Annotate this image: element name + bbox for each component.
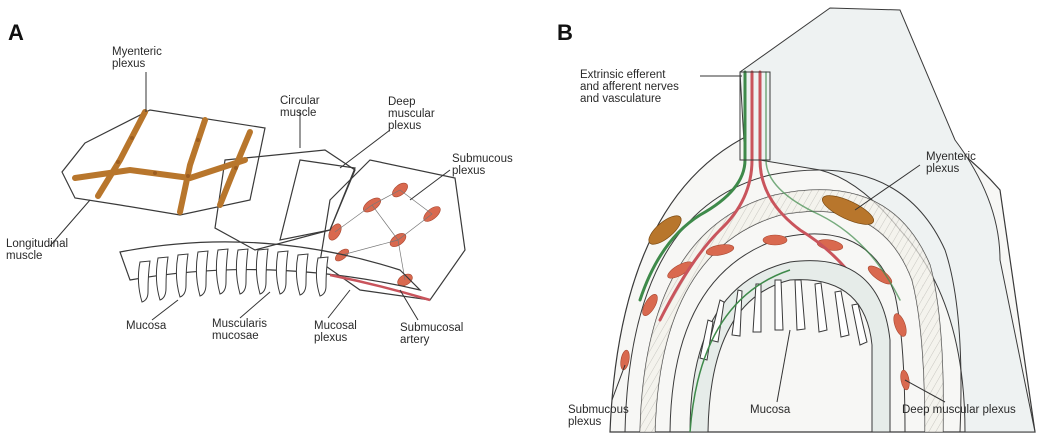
- panel-a-letter: A: [8, 20, 24, 46]
- label-deep-muscular-plexus-a: Deep muscular plexus: [388, 96, 435, 132]
- label-mucosa-b: Mucosa: [750, 404, 790, 416]
- label-longitudinal-muscle: Longitudinal muscle: [6, 238, 68, 262]
- submucosa-layer: [320, 160, 465, 300]
- label-myenteric-plexus-a: Myenteric plexus: [112, 46, 162, 70]
- villi: [138, 249, 328, 302]
- label-myenteric-plexus-b: Myenteric plexus: [926, 151, 976, 175]
- label-mucosa-a: Mucosa: [126, 320, 166, 332]
- myenteric-plexus-strands: [75, 112, 250, 212]
- label-deep-muscular-plexus-b: Deep muscular plexus: [902, 404, 1016, 416]
- label-submucous-plexus-a: Submucous plexus: [452, 153, 513, 177]
- panel-b-letter: B: [557, 20, 573, 46]
- label-circular-muscle: Circular muscle: [280, 95, 320, 119]
- label-extrinsic: Extrinsic efferent and afferent nerves a…: [580, 69, 679, 105]
- label-mucosal-plexus: Mucosal plexus: [314, 320, 357, 344]
- label-muscularis-mucosae: Muscularis mucosae: [212, 318, 267, 342]
- label-submucosal-artery: Submucosal artery: [400, 322, 463, 346]
- label-submucous-plexus-b: Submucous plexus: [568, 404, 629, 428]
